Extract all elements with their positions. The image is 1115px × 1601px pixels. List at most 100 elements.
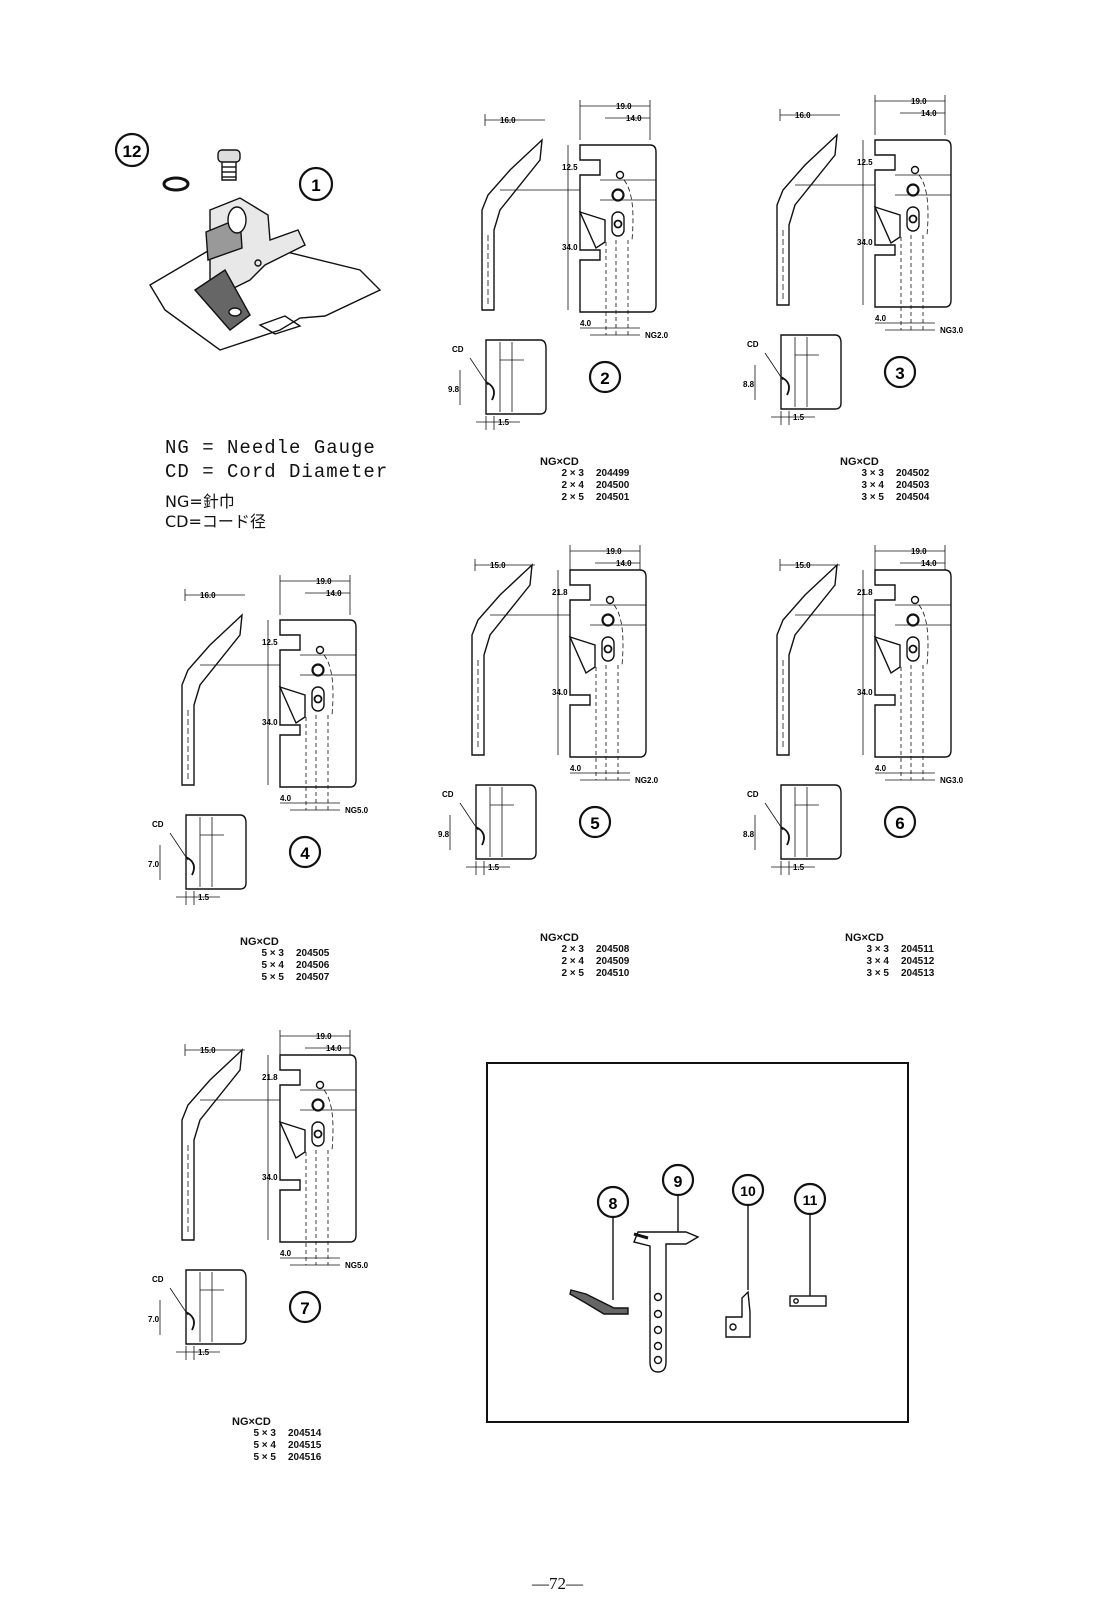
cd-label: CD xyxy=(442,790,454,799)
part-badge-9: 9 xyxy=(661,1163,695,1197)
cd-label: CD xyxy=(747,790,759,799)
legend-cd: CD = Cord Diameter xyxy=(165,461,389,483)
code-table-header: NG×CD xyxy=(232,1416,271,1428)
svg-text:2: 2 xyxy=(600,369,609,388)
dim-overall-width: 19.0 xyxy=(316,1032,332,1041)
part-badge-10: 10 xyxy=(731,1173,765,1207)
code-table-header: NG×CD xyxy=(240,936,279,948)
dim-overall-width: 19.0 xyxy=(316,577,332,586)
legend-ng-jp: NG=針巾 xyxy=(165,492,235,511)
dim-offset: 4.0 xyxy=(580,319,592,328)
page-number: —72— xyxy=(532,1574,583,1593)
thickness-value: 1.5 xyxy=(488,863,500,872)
cd-value: 7.0 xyxy=(148,1315,160,1324)
legend-english: NG = Needle Gauge CD = Cord Diameter xyxy=(165,436,388,484)
cd-value: 9.8 xyxy=(448,385,460,394)
part-8-drawing xyxy=(569,1217,629,1315)
dim-upper-height: 21.8 xyxy=(262,1073,278,1082)
legend-ng: NG = Needle Gauge xyxy=(165,437,376,459)
part-9-drawing xyxy=(633,1195,700,1373)
svg-text:3: 3 xyxy=(895,364,904,383)
cd-label: CD xyxy=(152,820,164,829)
part-10-drawing xyxy=(725,1205,751,1338)
part-badge-12: 12 xyxy=(114,132,150,168)
dim-top-width: 15.0 xyxy=(795,561,811,570)
part-badge-5: 5 xyxy=(578,805,612,839)
part-badge-1: 1 xyxy=(298,166,334,202)
svg-text:1: 1 xyxy=(311,176,320,195)
dim-offset: 4.0 xyxy=(570,764,582,773)
needle-gauge-label: NG5.0 xyxy=(345,1261,369,1270)
svg-text:12: 12 xyxy=(123,142,142,161)
legend-cd-jp: CD=コード径 xyxy=(165,512,266,531)
needle-gauge-label: NG2.0 xyxy=(645,331,669,340)
dim-body-height: 34.0 xyxy=(857,688,873,697)
dim-top-width: 16.0 xyxy=(500,116,516,125)
dim-overall-width: 19.0 xyxy=(616,102,632,111)
thickness-value: 1.5 xyxy=(198,893,210,902)
thickness-value: 1.5 xyxy=(793,413,805,422)
dim-top-width: 15.0 xyxy=(490,561,506,570)
dim-body-width: 14.0 xyxy=(626,114,642,123)
svg-text:11: 11 xyxy=(803,1192,818,1208)
dim-body-height: 34.0 xyxy=(262,718,278,727)
cd-value: 8.8 xyxy=(743,380,755,389)
dim-offset: 4.0 xyxy=(875,764,887,773)
svg-text:6: 6 xyxy=(895,814,904,833)
thickness-value: 1.5 xyxy=(198,1348,210,1357)
part-badge-4: 4 xyxy=(288,835,322,869)
needle-gauge-label: NG2.0 xyxy=(635,776,659,785)
needle-gauge-label: NG5.0 xyxy=(345,806,369,815)
code-table-header: NG×CD xyxy=(840,456,879,468)
part-11-drawing xyxy=(789,1214,827,1307)
dim-offset: 4.0 xyxy=(280,794,292,803)
cd-value: 9.8 xyxy=(438,830,450,839)
svg-text:4: 4 xyxy=(300,844,310,863)
dim-upper-height: 21.8 xyxy=(857,588,873,597)
dim-overall-width: 19.0 xyxy=(911,547,927,556)
dim-overall-width: 19.0 xyxy=(911,97,927,106)
part-badge-2: 2 xyxy=(588,360,622,394)
dim-body-width: 14.0 xyxy=(616,559,632,568)
svg-text:7: 7 xyxy=(300,1299,309,1318)
part-badge-8: 8 xyxy=(596,1185,630,1219)
dim-top-width: 16.0 xyxy=(200,591,216,600)
code-table-header: NG×CD xyxy=(540,932,579,944)
dim-body-width: 14.0 xyxy=(326,589,342,598)
dim-body-width: 14.0 xyxy=(921,559,937,568)
dim-offset: 4.0 xyxy=(875,314,887,323)
dim-body-height: 34.0 xyxy=(552,688,568,697)
cd-label: CD xyxy=(747,340,759,349)
dim-body-width: 14.0 xyxy=(921,109,937,118)
dim-upper-height: 12.5 xyxy=(562,163,578,172)
part-badge-11: 11 xyxy=(793,1182,827,1216)
cd-value: 8.8 xyxy=(743,830,755,839)
accessory-box: 8 9 10 11 xyxy=(486,1062,909,1423)
dim-top-width: 15.0 xyxy=(200,1046,216,1055)
dim-body-height: 34.0 xyxy=(857,238,873,247)
svg-text:10: 10 xyxy=(740,1183,756,1199)
